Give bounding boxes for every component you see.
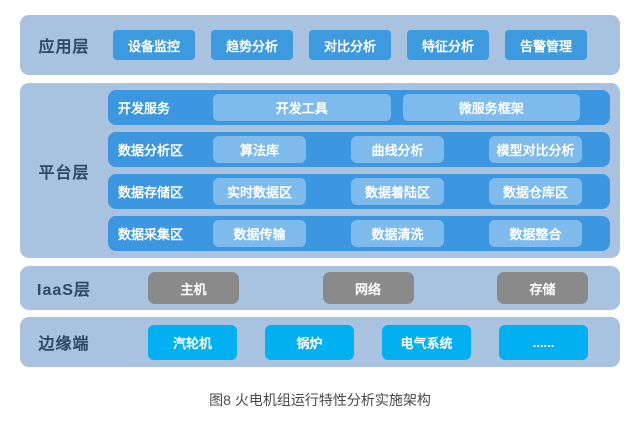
node-comparison-analysis: 对比分析 bbox=[309, 30, 391, 60]
node-storage: 存储 bbox=[497, 272, 588, 304]
node-dev-tools: 开发工具 bbox=[213, 94, 391, 121]
layer-platform: 平台层 开发服务 开发工具 微服务框架 数据分析区 算法库 曲线分析 模型对比分… bbox=[20, 83, 620, 258]
node-data-cleaning: 数据清洗 bbox=[351, 220, 444, 247]
row-data-storage-label: 数据存储区 bbox=[118, 185, 184, 200]
node-data-integration: 数据整合 bbox=[489, 220, 582, 247]
row-data-collection-label: 数据采集区 bbox=[118, 227, 184, 242]
node-model-comparison: 模型对比分析 bbox=[489, 136, 582, 163]
node-trend-analysis: 趋势分析 bbox=[211, 30, 293, 60]
node-data-warehouse-zone: 数据仓库区 bbox=[489, 178, 582, 205]
node-host: 主机 bbox=[148, 272, 239, 304]
node-steam-turbine: 汽轮机 bbox=[148, 324, 237, 360]
edge-items: 汽轮机 锅炉 电气系统 ...... bbox=[108, 324, 620, 360]
node-curve-analysis: 曲线分析 bbox=[351, 136, 444, 163]
node-data-landing-zone: 数据着陆区 bbox=[351, 178, 444, 205]
layer-iaas: IaaS层 主机 网络 存储 bbox=[20, 266, 620, 310]
layer-application-label: 应用层 bbox=[38, 39, 90, 56]
node-data-transmission: 数据传输 bbox=[213, 220, 306, 247]
row-data-analysis-label: 数据分析区 bbox=[118, 143, 184, 158]
node-realtime-data-zone: 实时数据区 bbox=[213, 178, 306, 205]
layer-iaas-label: IaaS层 bbox=[37, 282, 91, 299]
architecture-diagram: 应用层 设备监控 趋势分析 对比分析 特征分析 告警管理 平台层 开发服务 开发… bbox=[20, 15, 620, 367]
node-network: 网络 bbox=[322, 272, 414, 304]
layer-edge-label: 边缘端 bbox=[38, 336, 90, 353]
node-feature-analysis: 特征分析 bbox=[407, 30, 489, 60]
platform-row-data-collection: 数据采集区 数据传输 数据清洗 数据整合 bbox=[108, 216, 610, 251]
node-algorithm-library: 算法库 bbox=[213, 136, 306, 163]
node-electrical-system: 电气系统 bbox=[382, 324, 471, 360]
layer-application: 应用层 设备监控 趋势分析 对比分析 特征分析 告警管理 bbox=[20, 15, 620, 75]
platform-row-data-storage: 数据存储区 实时数据区 数据着陆区 数据仓库区 bbox=[108, 174, 610, 209]
layer-platform-label: 平台层 bbox=[38, 164, 90, 182]
node-alarm-management: 告警管理 bbox=[505, 30, 587, 60]
platform-row-data-analysis: 数据分析区 算法库 曲线分析 模型对比分析 bbox=[108, 132, 610, 167]
application-items: 设备监控 趋势分析 对比分析 特征分析 告警管理 bbox=[108, 30, 620, 60]
platform-row-dev-services: 开发服务 开发工具 微服务框架 bbox=[108, 90, 610, 125]
node-ellipsis: ...... bbox=[499, 324, 588, 360]
platform-rows: 开发服务 开发工具 微服务框架 数据分析区 算法库 曲线分析 模型对比分析 bbox=[108, 90, 620, 251]
node-boiler: 锅炉 bbox=[265, 324, 354, 360]
figure-caption: 图8 火电机组运行特性分析实施架构 bbox=[209, 392, 431, 408]
iaas-items: 主机 网络 存储 bbox=[108, 272, 620, 304]
row-dev-services-label: 开发服务 bbox=[118, 101, 171, 116]
node-microservice-framework: 微服务框架 bbox=[402, 94, 580, 121]
node-device-monitoring: 设备监控 bbox=[113, 30, 195, 60]
layer-edge: 边缘端 汽轮机 锅炉 电气系统 ...... bbox=[20, 317, 620, 367]
